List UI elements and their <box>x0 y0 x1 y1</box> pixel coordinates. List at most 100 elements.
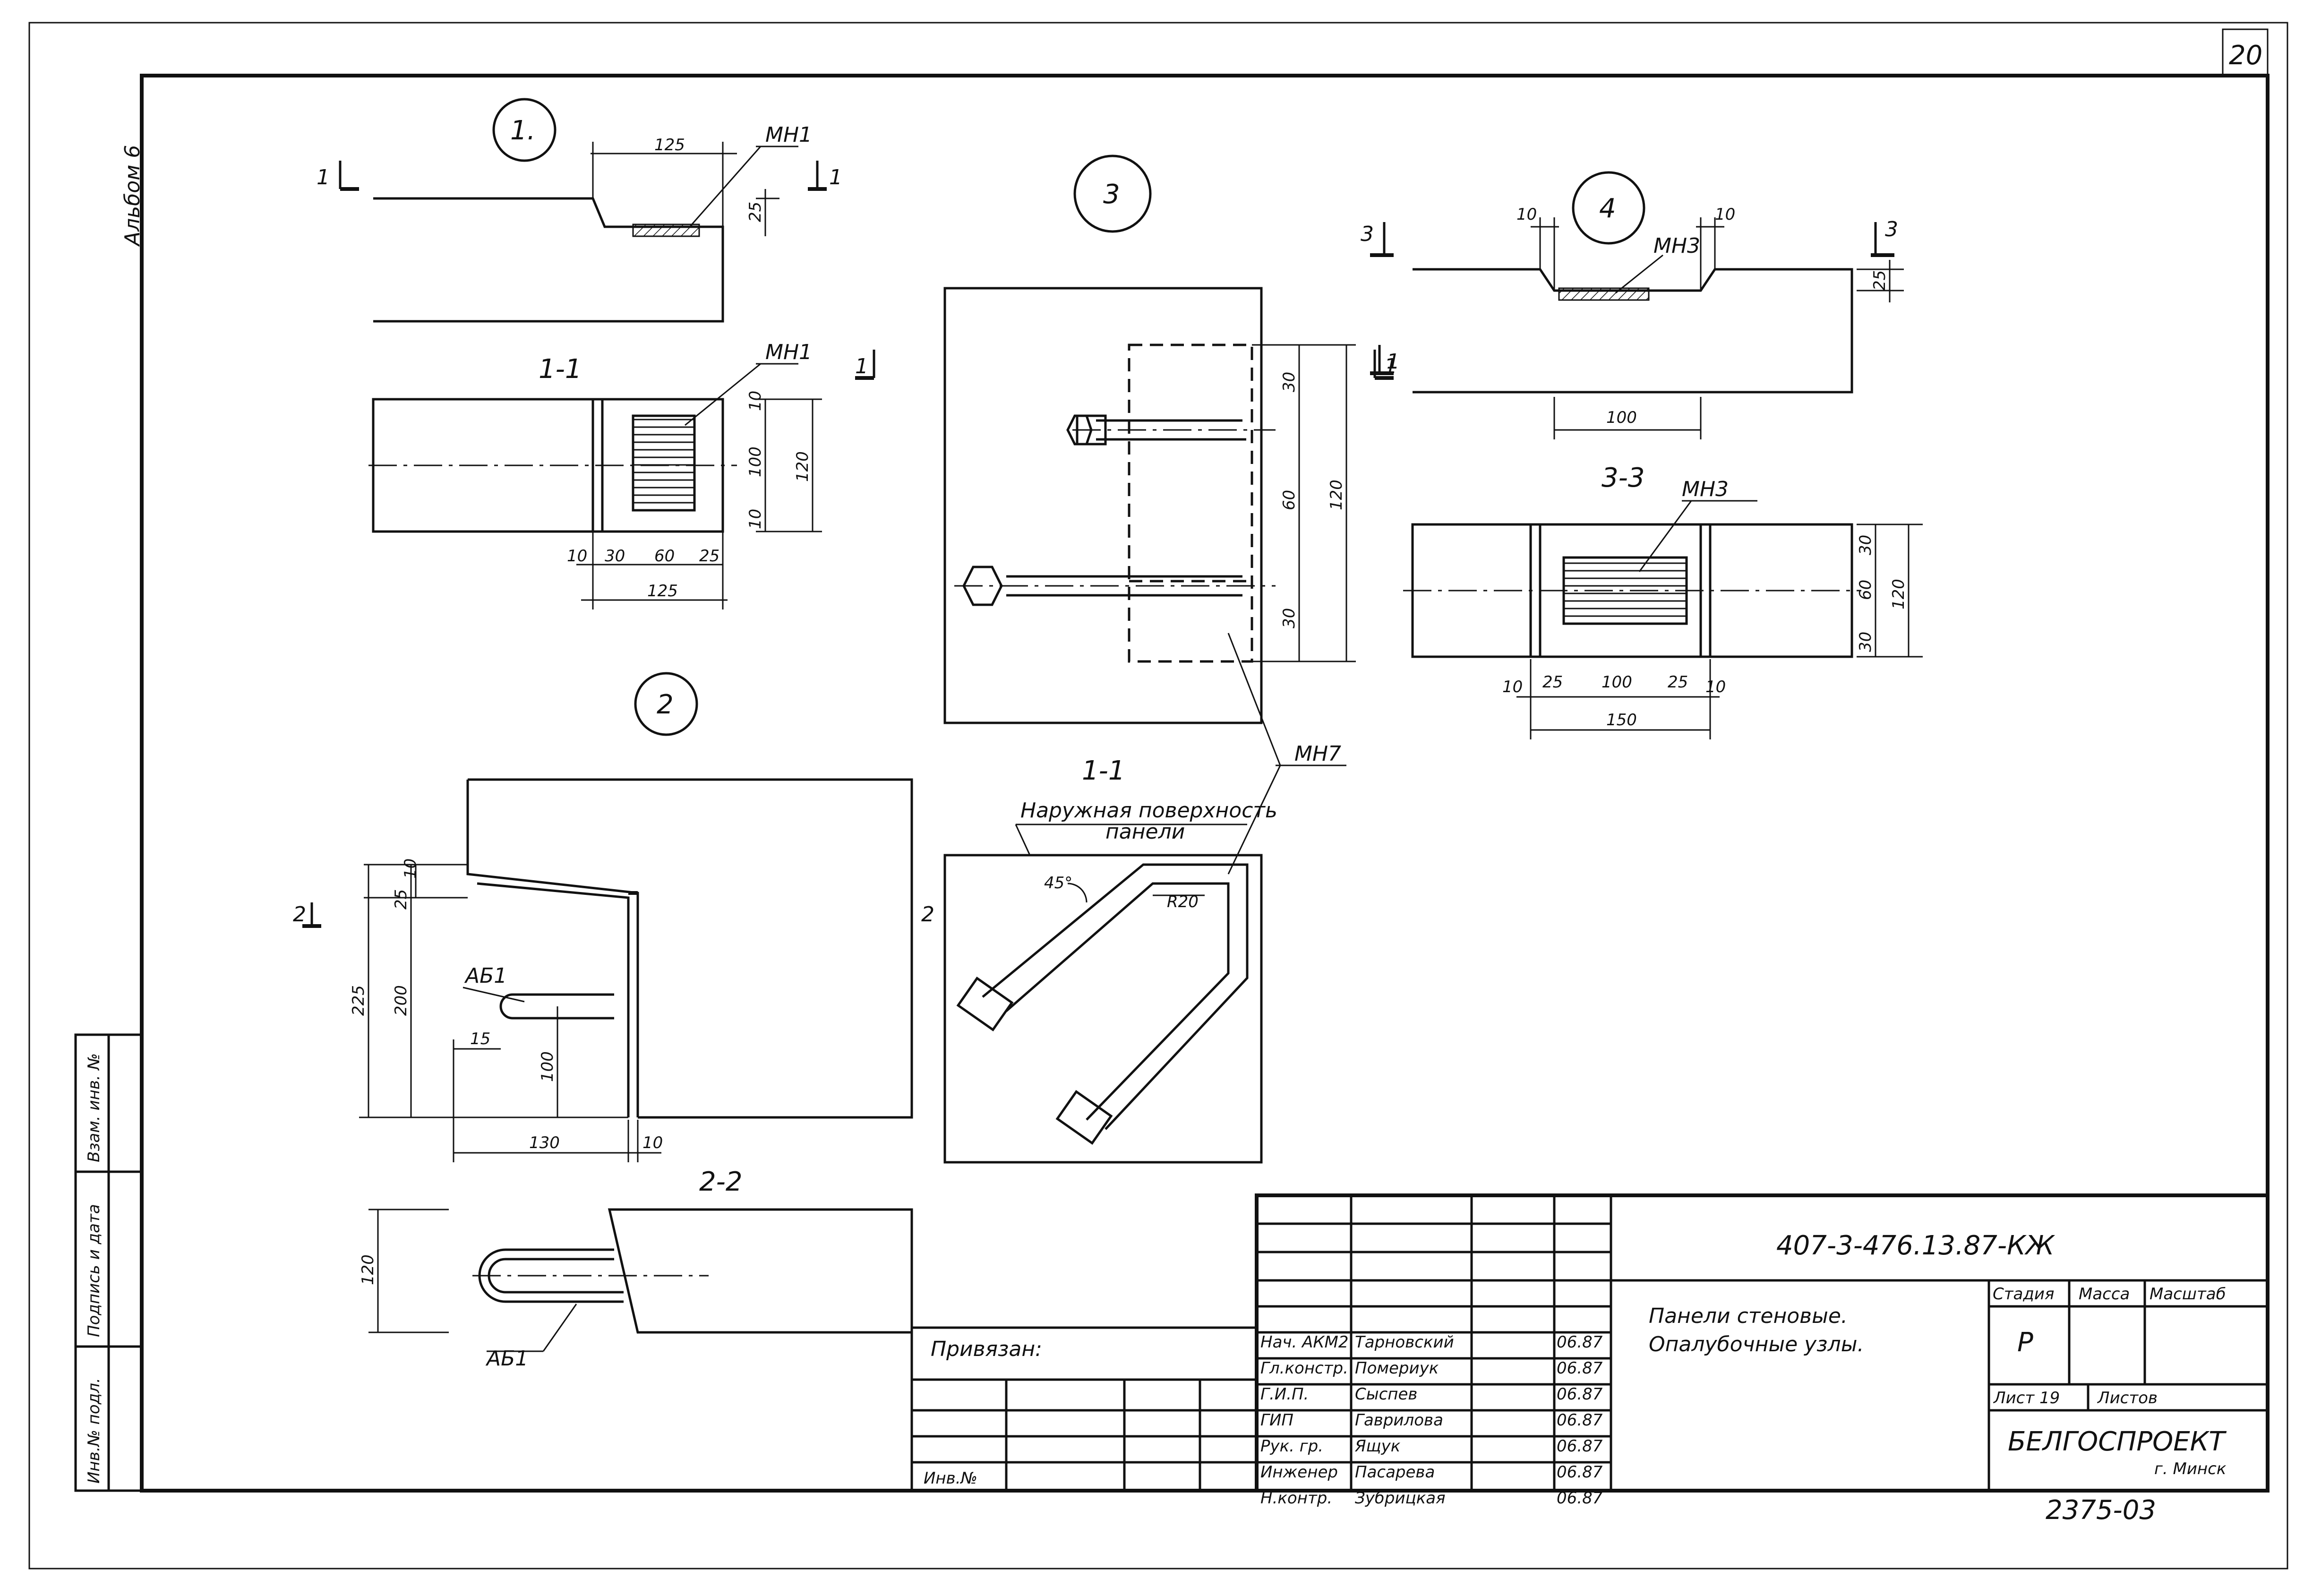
node-4-dim-b10a: 10 <box>1502 678 1523 696</box>
node-2-dim-w10: 10 <box>642 1133 663 1152</box>
node-2-dim-h200: 200 <box>392 985 411 1016</box>
org: БЕЛГОСПРОЕКТ <box>2008 1426 2227 1457</box>
node-3-elem: МН7 <box>1294 742 1341 766</box>
node-4-elem-section: МН3 <box>1682 477 1729 501</box>
signer-date: 06.87 <box>1557 1385 1603 1404</box>
page-number-box <box>2222 28 2269 77</box>
node-2-dim-h100: 100 <box>538 1051 557 1082</box>
doc-code: 407-3-476.13.87-КЖ <box>1776 1230 2055 1261</box>
stage-value: Р <box>2017 1327 2033 1358</box>
node-1-marker: 1. <box>510 115 535 146</box>
bound-label: Привязан: <box>931 1337 1042 1361</box>
signer-name: Помериук <box>1355 1359 1439 1378</box>
signer-date: 06.87 <box>1557 1411 1603 1430</box>
signer-name: Сыспев <box>1355 1385 1417 1404</box>
node-4-dim-s30b: 30 <box>1856 632 1875 652</box>
signer-date: 06.87 <box>1557 1463 1603 1482</box>
signer-role: Н.контр. <box>1260 1489 1332 1508</box>
node-3-cut-left: 1 <box>855 354 868 378</box>
node-2-rebar-section: АБ1 <box>485 1347 528 1371</box>
node-4-cut3-left: 3 <box>1361 222 1374 246</box>
signer-date: 06.87 <box>1557 1333 1603 1352</box>
title-block: 407-3-476.13.87-КЖ Панели стеновые. Опал… <box>1255 1193 2270 1526</box>
signer-name: Зубрицкая <box>1355 1489 1446 1508</box>
head-stage: Стадия <box>1993 1285 2054 1304</box>
node-4-dim-t25: 25 <box>1870 270 1889 291</box>
stamp-code: 2375-03 <box>2046 1495 2156 1526</box>
node-3-note-line2: панели <box>1105 820 1185 844</box>
node-2-dim-h25: 25 <box>392 889 411 910</box>
binding-block: Привязан: Инв.№ <box>910 1326 1258 1492</box>
node-1-dim-b10b: 10 <box>746 509 765 529</box>
node-3-marker-circle <box>1073 154 1152 233</box>
outer-frame <box>28 22 2288 1570</box>
side-stamp-inv: Инв.№ подл. <box>85 1378 103 1484</box>
node-1-dim-w25: 25 <box>699 547 719 566</box>
node-3: 3 30 60 30 120 1 1 МН7 1-1 Наружная пов <box>855 154 1397 1164</box>
node-2-dim-w120: 120 <box>359 1254 377 1285</box>
signer-name: Тарновский <box>1355 1333 1454 1352</box>
inv-label: Инв.№ <box>924 1469 977 1488</box>
node-4-marker-circle <box>1572 171 1645 245</box>
signer-name: Ящук <box>1354 1437 1401 1456</box>
signer-role: ГИП <box>1260 1411 1293 1430</box>
node-4-dim-s30a: 30 <box>1856 535 1875 555</box>
album-label: Альбом 6 <box>120 145 145 247</box>
node-4-dim-b25b: 25 <box>1668 673 1688 692</box>
node-4-dim-w100: 100 <box>1606 408 1637 427</box>
node-2-dim-h225: 225 <box>349 985 368 1016</box>
node-1-dim-b10a: 10 <box>746 391 765 411</box>
node-3-dim-v120: 120 <box>1327 480 1346 510</box>
node-1-marker-circle <box>492 98 557 162</box>
node-1-dim-w125: 125 <box>647 582 678 601</box>
signer-role: Нач. АКМ2 <box>1260 1333 1348 1352</box>
node-2-dim-w130: 130 <box>529 1133 560 1152</box>
node-4-marker: 4 <box>1599 193 1616 224</box>
node-4-dim-s120: 120 <box>1889 579 1908 609</box>
signer-date: 06.87 <box>1557 1359 1603 1378</box>
city: г. Минск <box>2154 1459 2227 1478</box>
node-1-cut-right: 1 <box>829 165 842 189</box>
signer-date: 06.87 <box>1557 1437 1603 1456</box>
node-4-elem: МН3 <box>1653 234 1700 258</box>
head-scale: Масштаб <box>2150 1285 2226 1304</box>
sheet-label: Лист 19 <box>1993 1389 2060 1407</box>
node-1-elem: МН1 <box>765 123 812 147</box>
signer-role: Г.И.П. <box>1260 1385 1309 1404</box>
side-stamp-sign: Подпись и дата <box>85 1204 103 1337</box>
node-4-cut3-right: 3 <box>1885 217 1898 241</box>
node-1: 1. 125 МН1 25 1 1 1-1 МН1 10 100 <box>317 98 842 609</box>
node-4-dim-t10b: 10 <box>1715 205 1735 224</box>
node-4-cut1: 1 <box>1387 350 1400 374</box>
node-1-elem-section: МН1 <box>765 340 812 364</box>
node-3-note-line1: Наружная поверхность <box>1020 798 1277 823</box>
node-2-marker: 2 <box>657 689 674 720</box>
node-1-cut-left: 1 <box>317 165 330 189</box>
signer-role: Рук. гр. <box>1260 1437 1323 1456</box>
title-line2: Опалубочные узлы. <box>1649 1332 1864 1356</box>
node-3-section: 1-1 <box>1082 755 1125 786</box>
node-1-dim-25: 25 <box>746 202 765 222</box>
node-2-dim-w15: 15 <box>470 1030 490 1048</box>
node-3-dim-v30b: 30 <box>1280 608 1299 628</box>
head-mass: Масса <box>2079 1285 2130 1304</box>
signer-role: Инженер <box>1260 1463 1338 1482</box>
signer-role: Гл.констр. <box>1260 1359 1348 1378</box>
node-1-section: 1-1 <box>539 354 582 385</box>
node-1-dim-b100: 100 <box>746 446 765 477</box>
node-1-dim-w10: 10 <box>567 547 587 566</box>
node-1-dim-125: 125 <box>654 136 685 154</box>
node-3-dim-v30a: 30 <box>1280 372 1299 392</box>
node-2-section: 2-2 <box>699 1167 742 1197</box>
node-4-dim-t10a: 10 <box>1516 205 1537 224</box>
node-2-cut-left: 2 <box>293 902 306 927</box>
sheets-label: Листов <box>2097 1389 2158 1407</box>
node-4-dim-b150: 150 <box>1606 711 1637 729</box>
node-4-dim-s60: 60 <box>1856 580 1875 600</box>
node-2-rebar: АБ1 <box>464 964 507 988</box>
node-1-dim-120: 120 <box>793 451 812 482</box>
node-1-dim-w30: 30 <box>605 547 625 566</box>
node-3-marker: 3 <box>1103 179 1120 210</box>
